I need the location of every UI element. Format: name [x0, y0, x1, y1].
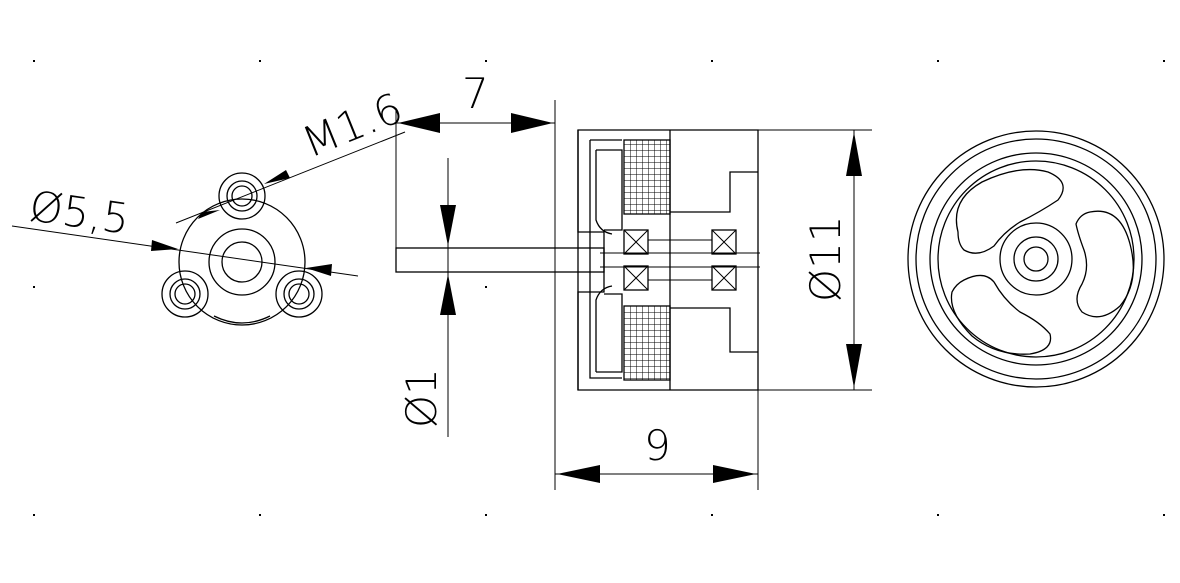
side-section-view — [395, 100, 872, 490]
shaft-length-label: 7 — [462, 69, 489, 118]
grid-dots — [33, 60, 1165, 516]
body-length-label: 9 — [644, 421, 671, 470]
front-mount-view — [11, 131, 406, 326]
body-diameter-label: Ø11 — [801, 215, 850, 302]
shaft-diameter-label: Ø1 — [397, 368, 446, 428]
rear-view — [907, 130, 1165, 388]
hole-diameter-label: Ø5,5 — [27, 181, 133, 243]
thread-label: M1.6 — [295, 83, 409, 167]
